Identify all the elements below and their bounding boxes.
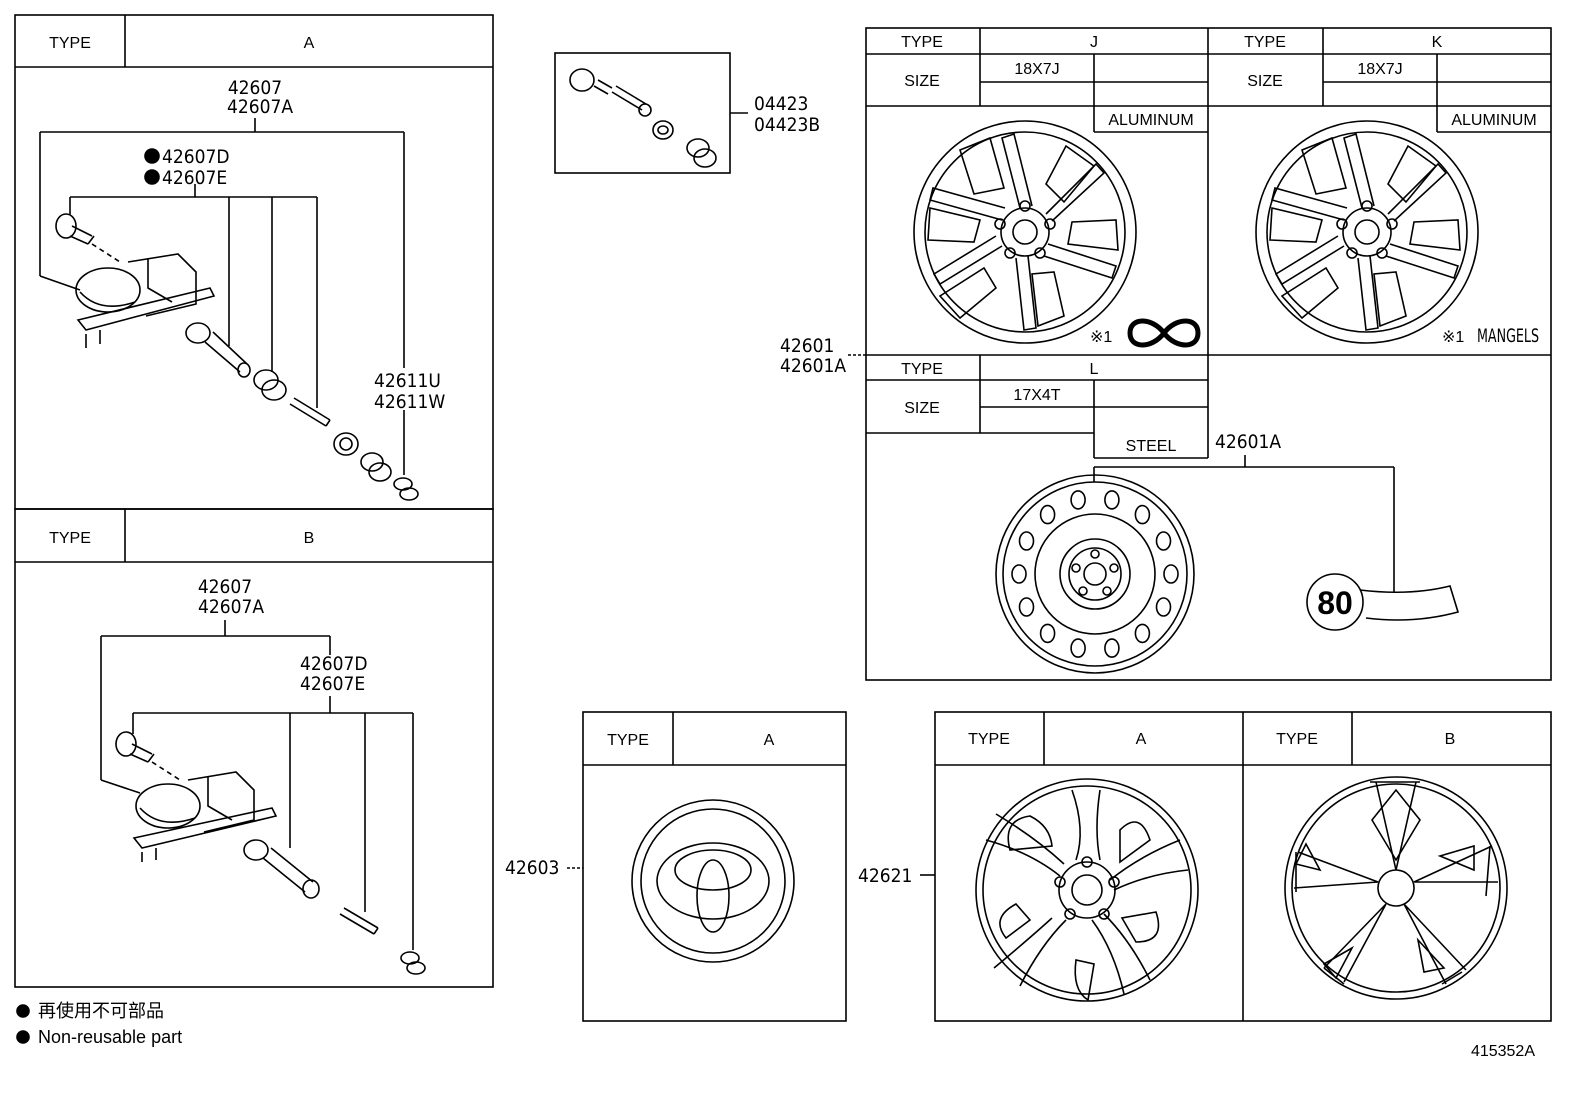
- part-42607d-b: 42607D: [300, 653, 368, 675]
- cap-b-type-label: TYPE: [1276, 731, 1318, 748]
- panel-a-type-value: A: [304, 35, 315, 52]
- steel-wheel-vent-holes: [1011, 490, 1179, 658]
- valve-cap-b: [400, 951, 426, 975]
- nut-a: [360, 452, 392, 482]
- valve-kit-box: [554, 52, 748, 174]
- wheel-j-note-mark: ※1: [1090, 329, 1112, 346]
- part-42607-b: 42607: [198, 576, 252, 598]
- part-42607-a: 42607: [228, 77, 282, 99]
- cap-b-type-value: B: [1445, 731, 1456, 748]
- wheel-k-size-label: SIZE: [1247, 73, 1283, 90]
- legend-text-en: Non-reusable part: [38, 1027, 182, 1047]
- wheel-k-maker: MANGELS: [1477, 325, 1539, 347]
- toyota-emblem: [631, 799, 795, 963]
- vent-hole: [1011, 564, 1027, 584]
- cap-a-type-value: A: [1136, 731, 1147, 748]
- ornament-type-value: A: [764, 732, 775, 749]
- wheel-k-material: ALUMINUM: [1451, 112, 1536, 129]
- part-04423: 04423: [754, 93, 808, 115]
- wheel-k-type-value: K: [1432, 34, 1443, 51]
- bolt-b: [115, 731, 155, 763]
- legend-bullet-en: [16, 1030, 30, 1044]
- valve-stem-a: [185, 322, 251, 378]
- tpms-sensor-a: [75, 253, 216, 348]
- vent-hole: [1070, 638, 1086, 658]
- panel-a-type-label: TYPE: [49, 35, 91, 52]
- cap-box: [920, 711, 1552, 1022]
- vent-hole: [1018, 597, 1035, 617]
- wheel-cap-b: [1284, 776, 1508, 1000]
- part-42607a-b: 42607A: [198, 596, 264, 618]
- grommet-a: [253, 369, 287, 401]
- bullet-42607e: [144, 169, 160, 185]
- steel-wheel-l: [995, 474, 1195, 674]
- panel-b-type-value: B: [304, 530, 315, 547]
- washer-a: [333, 432, 359, 456]
- part-42601: 42601: [780, 335, 834, 357]
- vent-hole: [1070, 490, 1086, 510]
- vent-hole: [1163, 564, 1179, 584]
- infinity-logo: [1127, 318, 1201, 348]
- valve-cap-a: [393, 477, 419, 501]
- part-42607a-a: 42607A: [227, 96, 293, 118]
- part-42607e-a: 42607E: [162, 167, 227, 189]
- vent-hole: [1018, 531, 1035, 551]
- vent-hole: [1104, 490, 1120, 510]
- wheel-k-type-label: TYPE: [1244, 34, 1286, 51]
- vent-hole: [1039, 504, 1056, 525]
- wheel-j-size-value: 18X7J: [1014, 61, 1059, 78]
- diagram-id: 415352A: [1471, 1043, 1535, 1060]
- alloy-wheel-j: [913, 120, 1137, 344]
- part-42621: 42621: [858, 865, 912, 887]
- wheel-l-material: STEEL: [1126, 438, 1177, 455]
- part-42601a: 42601A: [780, 355, 846, 377]
- wheel-l-type-value: L: [1090, 361, 1099, 378]
- part-42611u: 42611U: [374, 370, 441, 392]
- valve-stem-b: [243, 839, 320, 899]
- vent-hole: [1134, 504, 1151, 525]
- panel-tpms-type-b: [14, 508, 494, 988]
- vent-hole: [1039, 623, 1056, 644]
- wheel-block: [848, 27, 1552, 681]
- part-42603: 42603: [505, 857, 559, 879]
- wheel-j-size-label: SIZE: [904, 73, 940, 90]
- valve-core-a: [289, 397, 331, 427]
- wheel-j-type-label: TYPE: [901, 34, 943, 51]
- part-42611w: 42611W: [374, 391, 445, 413]
- vent-hole: [1134, 623, 1151, 644]
- legend-bullet-jp: [16, 1004, 30, 1018]
- tpms-sensor-b: [132, 771, 278, 862]
- speed-label-sticker: [1306, 573, 1460, 631]
- wheel-l-size-value: 17X4T: [1013, 387, 1060, 404]
- legend-text-jp: 再使用不可部品: [38, 1001, 164, 1021]
- vent-hole: [1104, 638, 1120, 658]
- bolt-a: [55, 213, 95, 245]
- wheel-cap-a: [975, 778, 1199, 1002]
- part-42607d-a: 42607D: [162, 146, 230, 168]
- valve-core-b: [339, 907, 379, 935]
- vent-hole: [1155, 531, 1172, 551]
- ornament-type-label: TYPE: [607, 732, 649, 749]
- alloy-wheel-k: [1255, 120, 1479, 344]
- speed-label-text: 80: [1317, 585, 1353, 621]
- part-04423b: 04423B: [754, 114, 820, 136]
- part-42607e-b: 42607E: [300, 673, 365, 695]
- wheel-j-material: ALUMINUM: [1108, 112, 1193, 129]
- panel-b-type-label: TYPE: [49, 530, 91, 547]
- vent-hole: [1155, 597, 1172, 617]
- wheel-k-size-value: 18X7J: [1357, 61, 1402, 78]
- wheel-k-note-mark: ※1: [1442, 329, 1464, 346]
- cap-a-type-label: TYPE: [968, 731, 1010, 748]
- wheel-l-part-label: 42601A: [1215, 431, 1281, 453]
- wheel-l-type-label: TYPE: [901, 361, 943, 378]
- bullet-42607d: [144, 148, 160, 164]
- ornament-box: [567, 711, 847, 1022]
- wheel-l-size-label: SIZE: [904, 400, 940, 417]
- wheel-j-type-value: J: [1090, 34, 1098, 51]
